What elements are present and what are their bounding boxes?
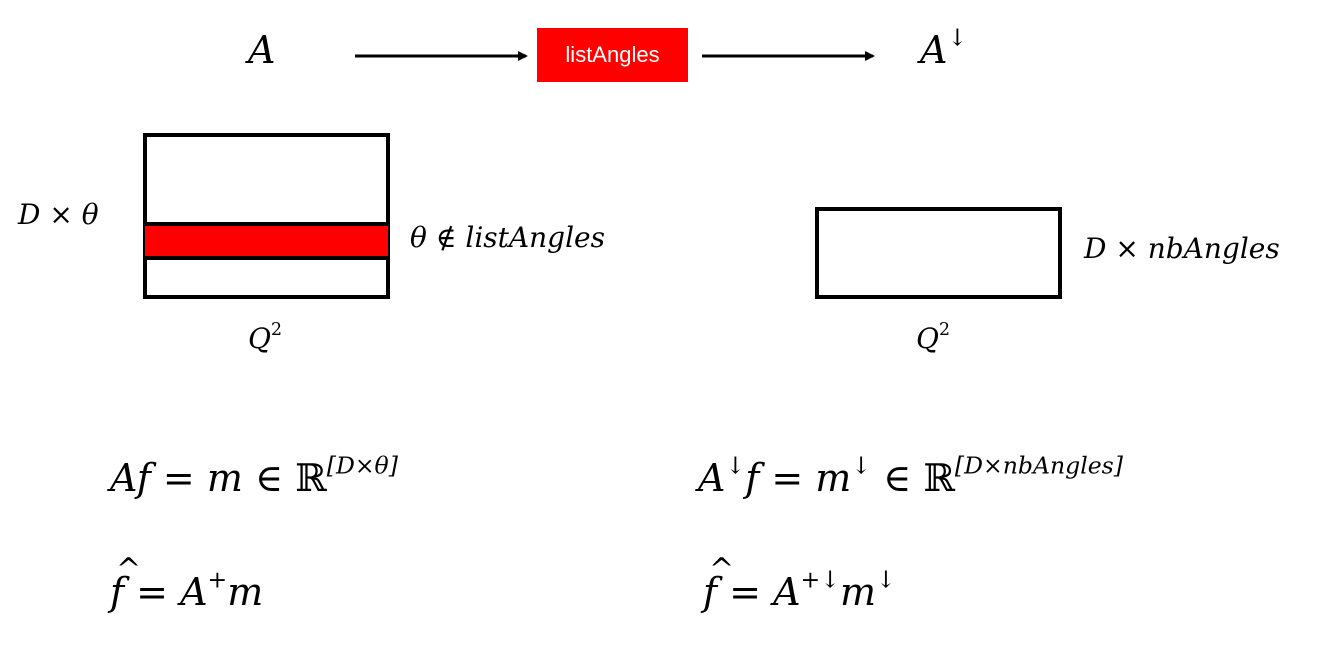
right-column-label: Q2 xyxy=(916,319,951,355)
list-angles-operation: listAngles xyxy=(537,28,688,82)
left-row-label: D × θ xyxy=(18,198,99,231)
right-inverse-equation: f ^ = A+↓m↓ xyxy=(703,552,896,614)
right-row-label: D × nbAngles xyxy=(1084,232,1280,265)
input-operator: A xyxy=(248,28,276,72)
excluded-angle-band xyxy=(145,222,388,260)
output-operator: A↓ xyxy=(920,23,968,72)
left-inverse-equation: f ^ = A+m xyxy=(110,552,264,614)
left-column-label: Q2 xyxy=(248,319,283,355)
right-forward-equation: A↓f = m↓ ∈ ℝ[D×nbAngles] xyxy=(698,451,1123,500)
left-forward-equation: Af = m ∈ ℝ[D×θ] xyxy=(110,451,398,500)
left-matrix xyxy=(143,133,390,299)
right-matrix xyxy=(815,207,1062,299)
left-band-note: θ ∉ listAngles xyxy=(410,221,605,254)
